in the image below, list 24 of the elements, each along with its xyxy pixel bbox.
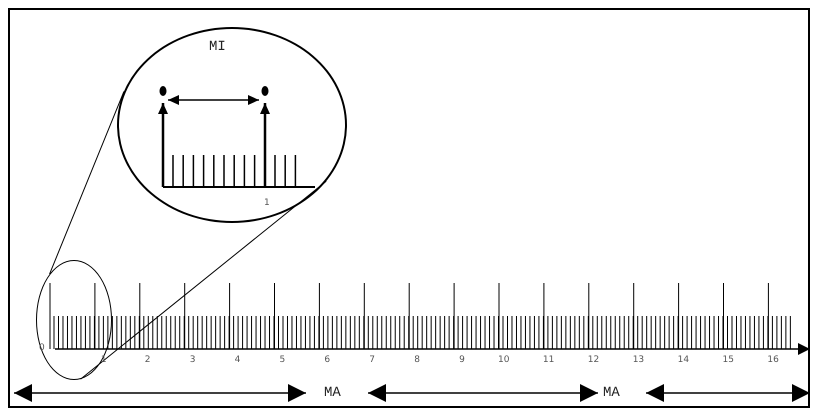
scale-number: 1 xyxy=(264,198,270,208)
scale-number: 3 xyxy=(190,355,196,365)
leader-line xyxy=(49,90,124,275)
leader-line xyxy=(80,180,327,380)
scale-number: 10 xyxy=(498,355,510,365)
scale-number: 15 xyxy=(722,355,734,365)
interval-label: MA xyxy=(324,386,341,401)
scale-number: 4 xyxy=(234,355,240,365)
scale-number: 9 xyxy=(459,355,465,365)
scale-number: 5 xyxy=(280,355,286,365)
scale-number: 11 xyxy=(542,355,554,365)
scale-number: 12 xyxy=(588,355,600,365)
scale-number: 6 xyxy=(324,355,330,365)
zoom-ellipse xyxy=(36,260,112,380)
scale-number: 14 xyxy=(678,355,690,365)
scale-number: 1 xyxy=(100,355,107,365)
magnifier-title: MI xyxy=(209,40,226,55)
interval-label: MA xyxy=(603,386,620,401)
scale-number: 16 xyxy=(767,355,779,365)
scale-number: 8 xyxy=(414,355,420,365)
scale-number: 7 xyxy=(369,355,376,365)
magnifier-circle xyxy=(117,27,347,223)
scale-number: 2 xyxy=(144,355,151,365)
scale-number: 13 xyxy=(632,355,644,365)
